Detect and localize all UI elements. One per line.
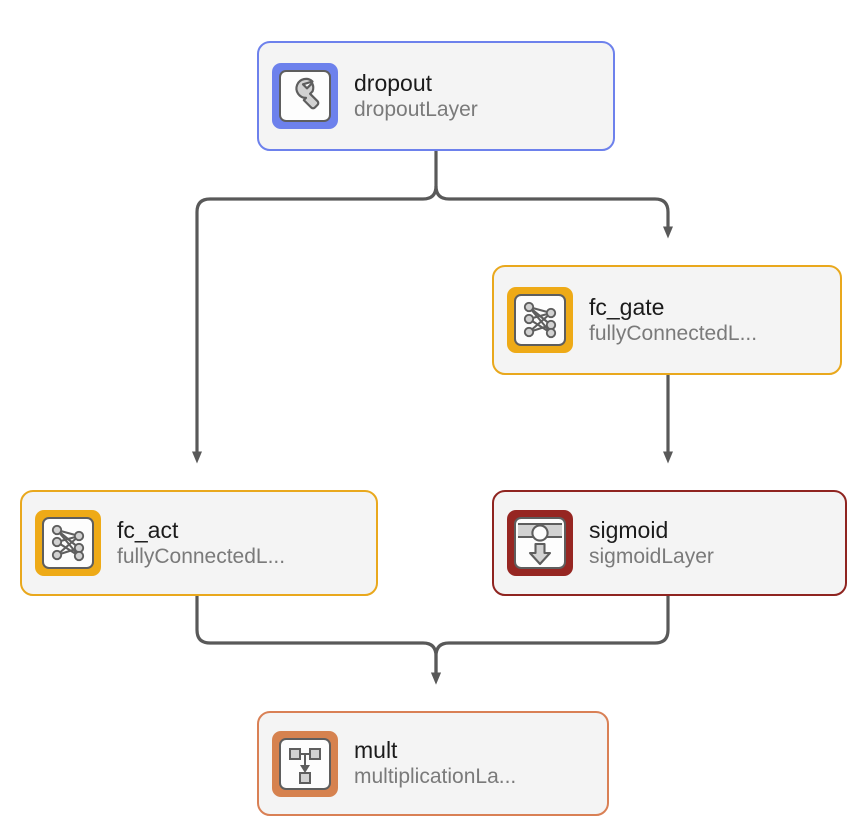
edge-dropout-to-fc_gate bbox=[434, 185, 673, 239]
node-subtitle: fullyConnectedL... bbox=[117, 544, 286, 568]
node-labels: dropout dropoutLayer bbox=[354, 70, 478, 123]
node-dropout[interactable]: dropout dropoutLayer bbox=[257, 41, 615, 151]
node-labels: fc_gate fullyConnectedL... bbox=[589, 294, 757, 347]
edge-fc_act-to-mult bbox=[195, 596, 441, 685]
node-icon-background bbox=[272, 63, 338, 129]
node-title: sigmoid bbox=[589, 516, 669, 543]
sigmoid-icon bbox=[514, 517, 566, 569]
fully-connected-icon bbox=[42, 517, 94, 569]
node-icon-background bbox=[507, 287, 573, 353]
node-icon-background bbox=[272, 730, 338, 797]
edge-dropout-to-fc_act bbox=[192, 185, 438, 464]
node-labels: fc_act fullyConnectedL... bbox=[117, 517, 285, 570]
node-title: dropout bbox=[354, 69, 433, 96]
node-fc-act[interactable]: fc_act fullyConnectedL... bbox=[20, 490, 378, 596]
node-labels: mult multiplicationLa... bbox=[354, 737, 516, 790]
fully-connected-icon bbox=[514, 294, 566, 346]
node-subtitle: sigmoidLayer bbox=[589, 544, 714, 568]
node-icon-background bbox=[507, 510, 573, 576]
wrench-icon bbox=[279, 70, 331, 122]
multiplication-icon bbox=[279, 737, 331, 790]
node-fc-gate[interactable]: fc_gate fullyConnectedL... bbox=[492, 265, 842, 375]
node-subtitle: dropoutLayer bbox=[354, 97, 478, 121]
node-subtitle: multiplicationLa... bbox=[354, 765, 517, 788]
node-icon-background bbox=[35, 510, 101, 576]
node-title: fc_act bbox=[117, 516, 179, 543]
node-title: mult bbox=[354, 737, 398, 763]
node-title: fc_gate bbox=[589, 293, 665, 320]
node-sigmoid[interactable]: sigmoid sigmoidLayer bbox=[492, 490, 847, 596]
node-mult[interactable]: mult multiplicationLa... bbox=[257, 711, 609, 816]
node-labels: sigmoid sigmoidLayer bbox=[589, 517, 714, 570]
edge-sigmoid-to-mult bbox=[431, 596, 670, 685]
node-subtitle: fullyConnectedL... bbox=[589, 321, 758, 345]
